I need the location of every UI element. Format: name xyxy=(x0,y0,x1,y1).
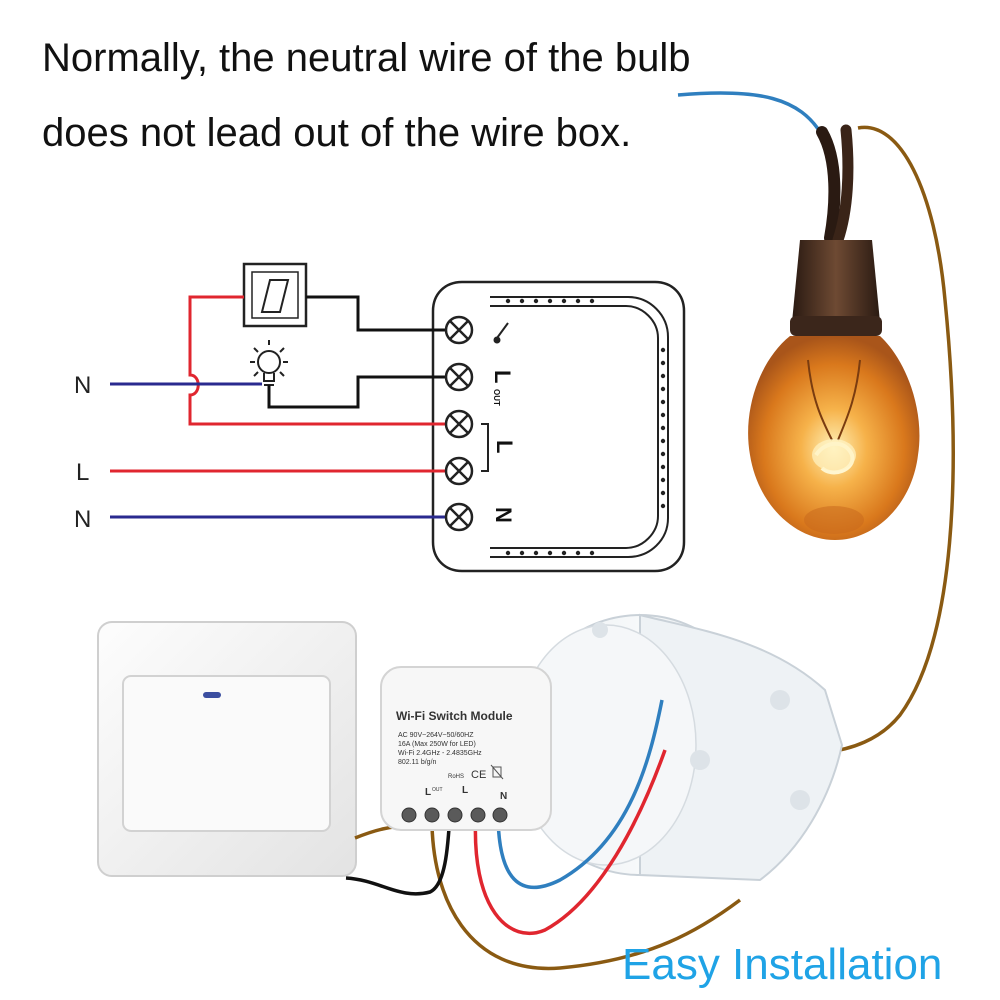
easy-installation-tagline: Easy Installation xyxy=(622,940,943,989)
light-bulb-photo xyxy=(748,124,920,540)
module-terminal-label-out: OUT xyxy=(432,787,443,793)
switch-symbol-icon xyxy=(493,322,509,344)
module-spec-4: 802.11 b/g/n xyxy=(398,759,437,766)
module-terminal-label-n: N xyxy=(500,791,507,802)
brown-live-wire xyxy=(824,125,955,754)
wiring-diagram: N L N L OUT L N xyxy=(74,262,686,573)
switch-wire xyxy=(306,295,445,332)
junction-box-photo xyxy=(514,613,844,882)
module-spec-3: Wi-Fi 2.4GHz - 2.4835GHz xyxy=(398,750,482,757)
bulb-icon xyxy=(250,340,288,386)
caption-line-1: Normally, the neutral wire of the bulb xyxy=(42,36,691,80)
module-title: Wi-Fi Switch Module xyxy=(396,709,513,723)
live-loop-wire xyxy=(188,295,445,426)
module-spec-2: 16A (Max 250W for LED) xyxy=(398,741,476,748)
module-inner-track xyxy=(490,296,669,558)
terminal-label-l-out: L xyxy=(490,370,515,383)
caption-line-2: does not lead out of the wire box. xyxy=(42,111,632,155)
module-cert-rohs: RoHS xyxy=(448,774,464,780)
wifi-switch-module-photo: Wi-Fi Switch Module AC 90V~264V~50/60HZ … xyxy=(380,666,552,831)
terminal-label-n: N xyxy=(491,507,516,523)
module-spec-1: AC 90V~264V~50/60HZ xyxy=(398,732,474,739)
terminal-label-out-sub: OUT xyxy=(492,389,501,406)
module-terminal-label-l: L xyxy=(462,785,468,796)
lamp-wire xyxy=(267,375,445,409)
module-terminal-label-lout: L xyxy=(425,787,431,798)
module-outline xyxy=(431,280,686,573)
wire-label-n-top: N xyxy=(74,372,91,399)
module-cert-ce: CE xyxy=(471,769,486,781)
switch-icon xyxy=(242,262,308,328)
module-terminal-screws xyxy=(401,807,508,823)
bulb-wiring xyxy=(677,91,955,754)
terminal-label-l: L xyxy=(492,440,517,453)
wall-switch-photo xyxy=(97,621,357,877)
module-track-dots xyxy=(505,298,666,556)
terminal-screw-icon xyxy=(444,315,474,532)
wire-label-l: L xyxy=(76,459,89,486)
photo-wires xyxy=(345,699,742,971)
wire-label-n-bottom: N xyxy=(74,506,91,533)
blue-neutral-wire xyxy=(677,91,824,136)
module-bin-icon xyxy=(490,764,504,780)
